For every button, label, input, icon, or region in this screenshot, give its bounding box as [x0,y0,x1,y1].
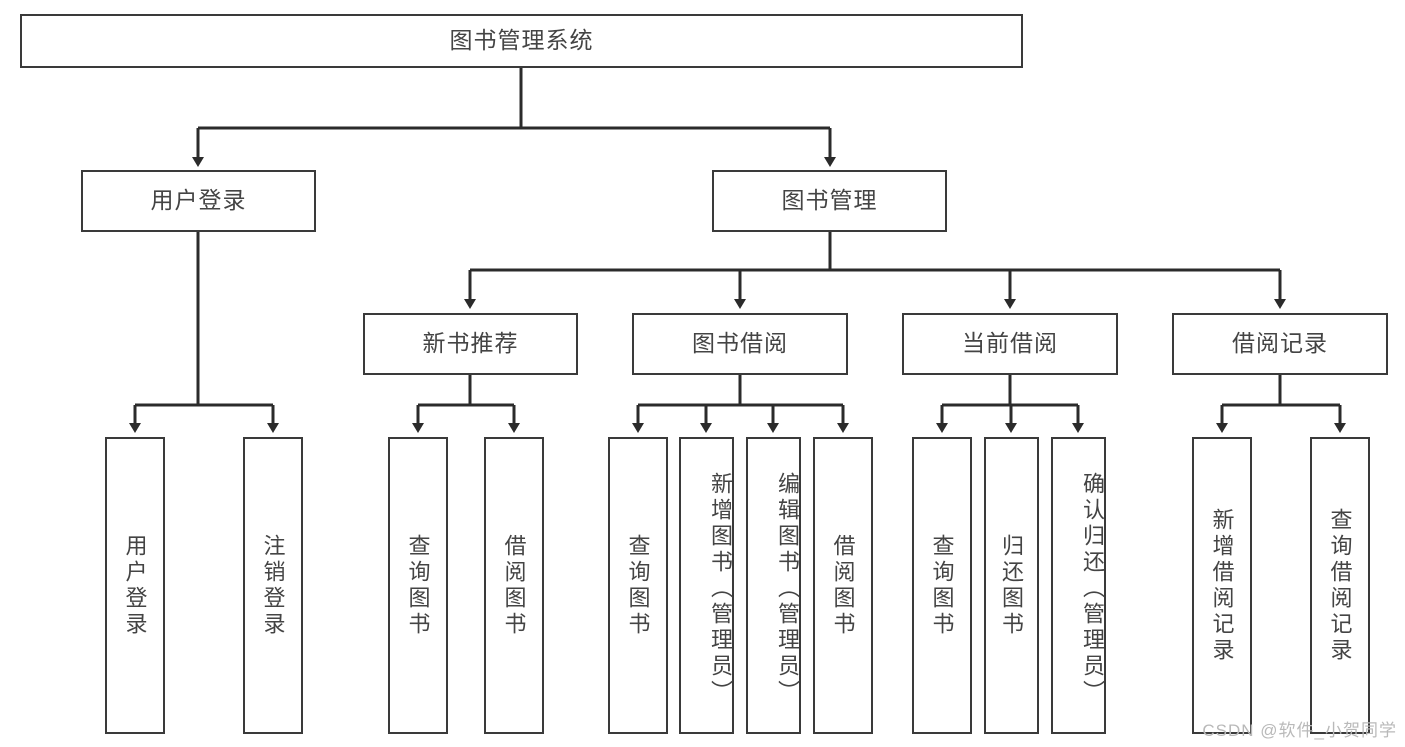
node-new-book-recommend-label: 新书推荐 [422,330,519,357]
node-current-borrow-label: 当前借阅 [962,330,1058,357]
leaf-query-book-recommend[interactable]: 查询图书 [388,437,448,734]
leaf-query-book-recommend-label: 查询图书 [405,533,431,638]
leaf-user-login-label: 用户登录 [122,533,148,638]
node-book-borrow[interactable]: 图书借阅 [632,313,848,375]
leaf-add-borrow-record[interactable]: 新增借阅记录 [1192,437,1252,734]
node-user-login-label: 用户登录 [150,187,247,214]
leaf-confirm-return-label: 确认归还（管理员） [1080,471,1105,706]
leaf-edit-book-label: 编辑图书（管理员） [775,471,800,706]
leaf-confirm-return[interactable]: 确认归还（管理员） [1051,437,1106,734]
leaf-add-book-label: 新增图书（管理员） [708,471,733,706]
leaf-edit-book[interactable]: 编辑图书（管理员） [746,437,801,734]
node-current-borrow[interactable]: 当前借阅 [902,313,1118,375]
leaf-add-borrow-record-label: 新增借阅记录 [1209,507,1235,664]
leaf-query-book-current-label: 查询图书 [929,533,955,638]
node-book-management-label: 图书管理 [781,187,878,214]
leaf-borrow-book-recommend[interactable]: 借阅图书 [484,437,544,734]
leaf-user-logout-label: 注销登录 [260,533,286,638]
node-borrow-record-label: 借阅记录 [1232,330,1328,357]
node-new-book-recommend[interactable]: 新书推荐 [363,313,578,375]
leaf-query-borrow-record-label: 查询借阅记录 [1327,507,1353,664]
leaf-borrow-book[interactable]: 借阅图书 [813,437,873,734]
leaf-query-book-current[interactable]: 查询图书 [912,437,972,734]
leaf-query-book-borrow-label: 查询图书 [625,533,651,638]
node-borrow-record[interactable]: 借阅记录 [1172,313,1388,375]
node-root[interactable]: 图书管理系统 [20,14,1023,68]
leaf-query-borrow-record[interactable]: 查询借阅记录 [1310,437,1370,734]
watermark-text: CSDN @软件_小贺同学 [1202,721,1397,740]
leaf-add-book[interactable]: 新增图书（管理员） [679,437,734,734]
leaf-user-login[interactable]: 用户登录 [105,437,165,734]
leaf-user-logout[interactable]: 注销登录 [243,437,303,734]
node-root-label: 图书管理系统 [449,27,594,54]
leaf-query-book-borrow[interactable]: 查询图书 [608,437,668,734]
node-book-management[interactable]: 图书管理 [712,170,947,232]
leaf-return-book-label: 归还图书 [999,533,1025,638]
leaf-borrow-book-recommend-label: 借阅图书 [501,533,527,638]
node-user-login[interactable]: 用户登录 [81,170,316,232]
leaf-borrow-book-label: 借阅图书 [830,533,856,638]
leaf-return-book[interactable]: 归还图书 [984,437,1039,734]
node-book-borrow-label: 图书借阅 [692,330,788,357]
